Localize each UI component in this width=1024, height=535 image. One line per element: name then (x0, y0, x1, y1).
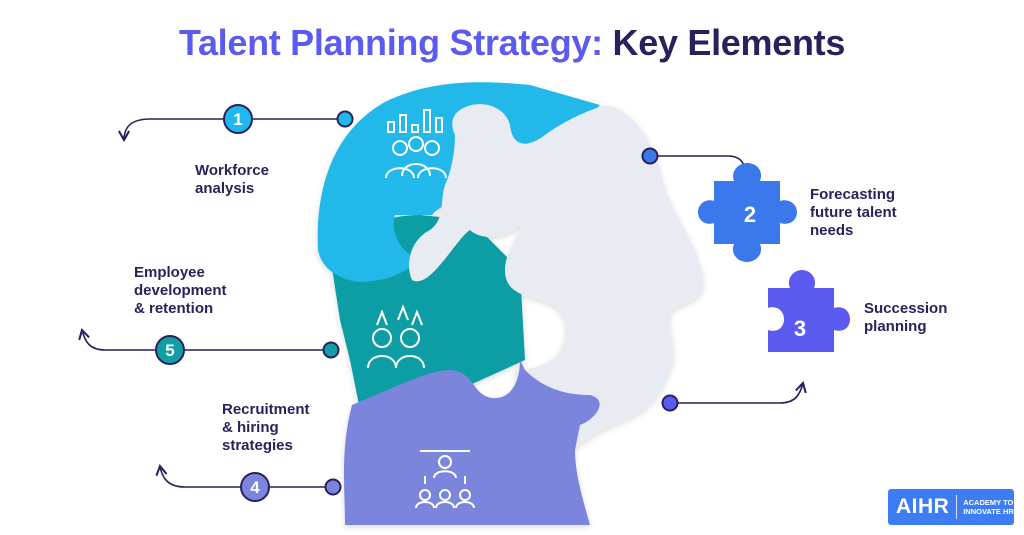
puzzle-piece-grey (409, 104, 704, 455)
logo-brand: AIHR (896, 495, 950, 518)
step-5-badge: 5 (155, 335, 185, 365)
employee-growth-icon (367, 304, 425, 369)
logo-tagline-1: ACADEMY TO (963, 498, 1014, 507)
step-2-number: 2 (744, 202, 756, 227)
step-1-badge: 1 (223, 104, 253, 134)
label-5-line-1: Employee (134, 264, 205, 281)
logo-divider (956, 495, 958, 519)
connector-5 (78, 327, 331, 351)
head-puzzle (317, 82, 704, 525)
step-5-number: 5 (165, 341, 174, 360)
connector-3-dot (661, 394, 679, 412)
label-5-line-2: development (134, 282, 227, 299)
step-4-badge: 4 (240, 472, 270, 502)
label-forecasting-future-talent-needs: Forecasting future talent needs (810, 186, 897, 240)
puzzle-piece-purple (343, 360, 600, 525)
label-1-line-2: analysis (195, 180, 255, 197)
label-5-line-3: & retention (134, 300, 214, 317)
label-employee-development-retention: Employee development & retention (134, 264, 227, 318)
label-1-line-1: Workforce (195, 162, 269, 179)
recruitment-hierarchy-icon (415, 450, 475, 509)
connector-5-dot (322, 341, 340, 359)
step-4-number: 4 (250, 478, 260, 497)
title-part-2: Key Elements (612, 22, 846, 63)
connector-3 (670, 380, 807, 404)
connector-1 (117, 118, 345, 143)
aihr-logo: AIHR ACADEMY TO INNOVATE HR (888, 489, 1014, 525)
label-4-line-1: Recruitment (222, 401, 310, 418)
connector-4 (155, 463, 333, 488)
puzzle-piece-3: 3 (768, 270, 850, 352)
label-2-line-2: future talent (810, 204, 897, 221)
step-3-number: 3 (794, 316, 806, 341)
logo-tagline-2: INNOVATE HR (963, 507, 1014, 516)
step-1-number: 1 (233, 110, 242, 129)
label-succession-planning: Succession planning (864, 300, 947, 336)
connector-2 (650, 155, 753, 181)
label-4-line-2: & hiring (222, 419, 279, 436)
connector-4-dot (324, 478, 342, 496)
label-3-line-2: planning (864, 318, 927, 335)
label-3-line-1: Succession (864, 300, 948, 317)
team-analytics-icon (385, 109, 447, 179)
connector-2-dot (641, 147, 659, 165)
logo-tagline: ACADEMY TO INNOVATE HR (957, 498, 1014, 516)
page-title: Talent Planning Strategy: Key Elements (0, 22, 1024, 64)
label-2-line-3: needs (810, 222, 854, 239)
label-recruitment-hiring-strategies: Recruitment & hiring strategies (222, 401, 310, 455)
connector-1-dot (336, 110, 354, 128)
title-part-1: Talent Planning Strategy: (178, 22, 603, 63)
label-4-line-3: strategies (222, 437, 293, 454)
label-workforce-analysis: Workforce analysis (195, 162, 269, 198)
puzzle-piece-2: 2 (698, 163, 797, 262)
label-2-line-1: Forecasting (810, 186, 896, 203)
